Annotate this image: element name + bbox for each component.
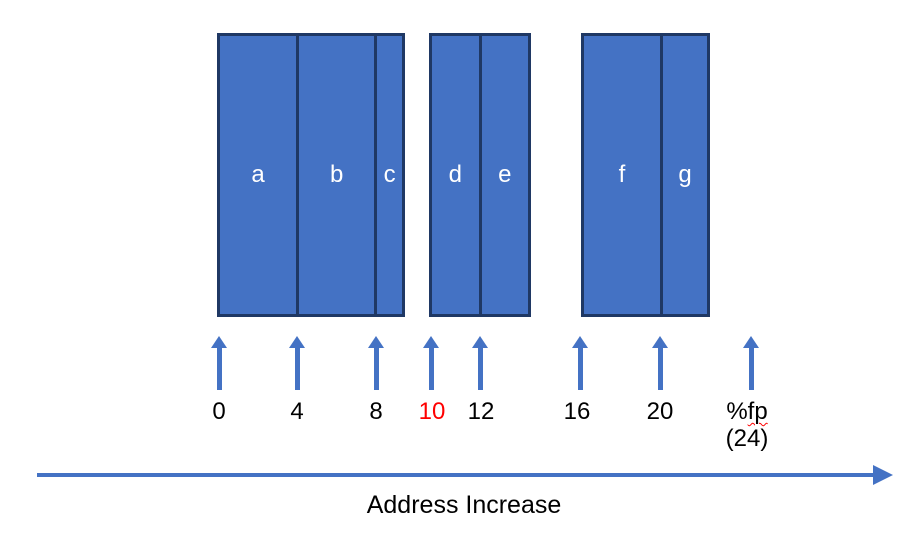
address-label-fp: %fp (24) xyxy=(726,398,769,452)
address-label-12: 12 xyxy=(467,398,495,425)
up-arrow-icon-fp xyxy=(743,336,759,390)
memory-block-group-1: a b c xyxy=(217,33,405,317)
up-arrow-icon-0 xyxy=(211,336,227,390)
address-label-10-highlighted: 10 xyxy=(418,398,446,425)
up-arrow-icon-12 xyxy=(472,336,488,390)
memory-cell-c: c xyxy=(374,36,402,314)
frame-pointer-value: (24) xyxy=(725,425,769,452)
up-arrow-icon-20 xyxy=(652,336,668,390)
address-label-8: 8 xyxy=(369,398,383,425)
address-label-16: 16 xyxy=(563,398,591,425)
memory-block-group-3: f g xyxy=(581,33,710,317)
address-label-4: 4 xyxy=(290,398,304,425)
axis-label: Address Increase xyxy=(366,491,562,519)
memory-cell-e: e xyxy=(478,36,529,314)
memory-cell-f: f xyxy=(618,161,626,188)
address-label-0: 0 xyxy=(212,398,226,425)
up-arrow-icon-16 xyxy=(572,336,588,390)
up-arrow-icon-4 xyxy=(289,336,305,390)
address-axis-arrow-shaft xyxy=(37,473,875,477)
spellcheck-squiggle: fp xyxy=(747,398,768,425)
address-label-20: 20 xyxy=(646,398,674,425)
address-axis-arrow-icon xyxy=(873,465,893,485)
memory-cell-d: d xyxy=(448,161,462,188)
memory-cell-a: a xyxy=(251,161,265,188)
memory-block-group-2: d e xyxy=(429,33,531,317)
up-arrow-icon-8 xyxy=(368,336,384,390)
memory-cell-b: b xyxy=(296,36,374,314)
frame-pointer-label: %fp xyxy=(726,398,768,425)
memory-cell-g: g xyxy=(660,36,707,314)
up-arrow-icon-10 xyxy=(423,336,439,390)
